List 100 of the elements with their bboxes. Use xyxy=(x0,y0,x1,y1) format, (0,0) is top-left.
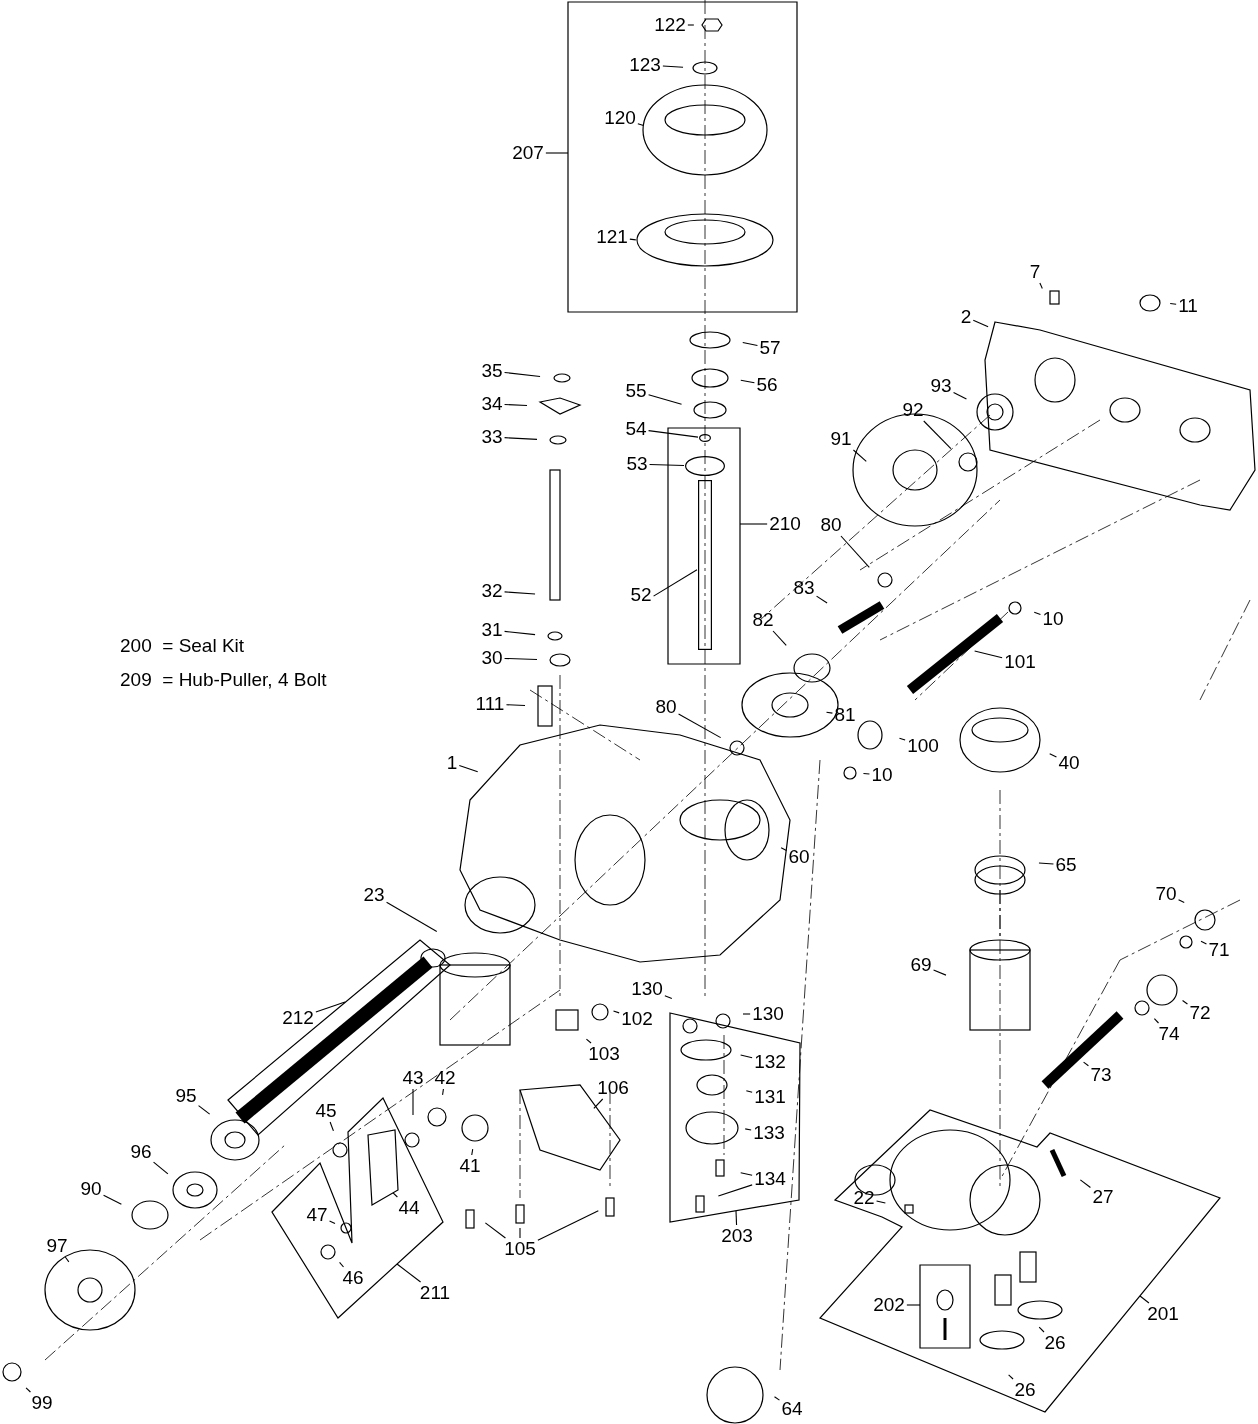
callout-number: 210 xyxy=(768,514,802,534)
leader-line xyxy=(1079,1179,1091,1189)
callout-number: 93 xyxy=(929,376,953,396)
callout-number: 1 xyxy=(445,753,459,773)
leader-line xyxy=(585,1038,592,1044)
leader-line xyxy=(339,1261,345,1268)
callout-number: 55 xyxy=(624,381,648,401)
callout-number: 27 xyxy=(1091,1187,1115,1207)
leader-line xyxy=(664,995,673,999)
leader-line xyxy=(1049,753,1057,758)
leader-line xyxy=(678,713,722,739)
callout-number: 26 xyxy=(1043,1333,1067,1353)
callout-number: 105 xyxy=(503,1239,537,1259)
leader-line xyxy=(906,1304,921,1306)
leader-line xyxy=(198,1105,211,1115)
callout-number: 132 xyxy=(753,1052,787,1072)
callout-number: 45 xyxy=(314,1101,338,1121)
leader-line xyxy=(484,1222,506,1239)
leader-line xyxy=(1008,1374,1014,1380)
leader-line xyxy=(329,1121,334,1132)
leader-line xyxy=(742,342,758,347)
leader-line xyxy=(504,657,538,661)
leader-line xyxy=(504,630,536,636)
callout-number: 103 xyxy=(587,1044,621,1064)
leader-line xyxy=(933,969,947,976)
leader-line xyxy=(649,463,685,466)
callout-number: 111 xyxy=(474,694,506,714)
leader-line xyxy=(1182,999,1188,1005)
callout-number: 41 xyxy=(458,1156,482,1176)
callout-number: 212 xyxy=(281,1008,315,1028)
kit-outline xyxy=(668,428,740,664)
callout-number: 7 xyxy=(1028,262,1042,282)
leader-line xyxy=(442,1088,444,1096)
callout-number: 81 xyxy=(833,705,857,725)
leader-line xyxy=(392,1192,398,1198)
callout-number: 33 xyxy=(480,427,504,447)
leader-line xyxy=(742,1013,751,1015)
leader-line xyxy=(458,764,479,773)
callout-number: 43 xyxy=(401,1068,425,1088)
callout-number: 23 xyxy=(362,885,386,905)
callout-number: 2 xyxy=(959,307,973,327)
leader-line xyxy=(773,1396,780,1401)
callout-number: 73 xyxy=(1089,1065,1113,1085)
leader-line xyxy=(396,1263,422,1283)
callout-number: 83 xyxy=(792,578,816,598)
callout-number: 44 xyxy=(397,1198,421,1218)
callout-number: 40 xyxy=(1057,753,1081,773)
callout-number: 47 xyxy=(305,1205,329,1225)
leader-line xyxy=(1038,862,1054,865)
leader-line xyxy=(593,1098,604,1110)
leader-line xyxy=(504,403,528,406)
leader-line xyxy=(1178,899,1185,904)
callout-number: 46 xyxy=(341,1268,365,1288)
callout-number: 211 xyxy=(418,1283,452,1303)
leader-line xyxy=(648,394,683,405)
leader-line xyxy=(1039,282,1043,290)
callout-number: 22 xyxy=(852,1188,876,1208)
leader-line xyxy=(329,1220,336,1225)
callout-number: 207 xyxy=(511,143,545,163)
bearing-drawing xyxy=(685,456,725,476)
callout-number: 31 xyxy=(480,620,504,640)
leader-line xyxy=(504,591,536,595)
callout-number: 201 xyxy=(1146,1304,1180,1324)
leader-line xyxy=(898,737,906,741)
callout-number: 91 xyxy=(829,429,853,449)
leader-line xyxy=(1169,302,1177,305)
leader-line xyxy=(974,650,1003,659)
callout-number: 99 xyxy=(30,1393,54,1413)
callout-number: 123 xyxy=(628,55,662,75)
callout-number: 54 xyxy=(624,419,648,439)
callout-number: 70 xyxy=(1154,884,1178,904)
callout-number: 56 xyxy=(755,375,779,395)
leader-line xyxy=(923,420,952,450)
callout-number: 133 xyxy=(752,1123,786,1143)
callout-number: 96 xyxy=(129,1142,153,1162)
callout-number: 202 xyxy=(872,1295,906,1315)
callout-number: 80 xyxy=(654,697,678,717)
shaft-drawing xyxy=(698,480,712,650)
callout-number: 80 xyxy=(819,515,843,535)
leader-line xyxy=(662,65,684,68)
leader-line xyxy=(386,901,438,932)
leader-line xyxy=(862,772,870,775)
callout-number: 11 xyxy=(1177,296,1199,316)
leader-line xyxy=(1139,1295,1150,1304)
callout-number: 65 xyxy=(1054,855,1078,875)
callout-number: 52 xyxy=(629,585,653,605)
callout-number: 203 xyxy=(720,1226,754,1246)
leader-line xyxy=(876,1200,886,1204)
leader-line xyxy=(840,535,870,568)
leader-line xyxy=(471,1148,474,1156)
leader-line xyxy=(537,1210,599,1241)
callout-number: 100 xyxy=(906,736,940,756)
callout-number: 121 xyxy=(595,227,629,247)
legend-note: 200 = Seal Kit xyxy=(120,635,245,657)
leader-line xyxy=(315,1001,346,1013)
callout-number: 30 xyxy=(480,648,504,668)
callout-number: 72 xyxy=(1188,1003,1212,1023)
leader-line xyxy=(953,391,967,400)
leader-line xyxy=(505,704,526,706)
leader-line xyxy=(852,449,867,462)
